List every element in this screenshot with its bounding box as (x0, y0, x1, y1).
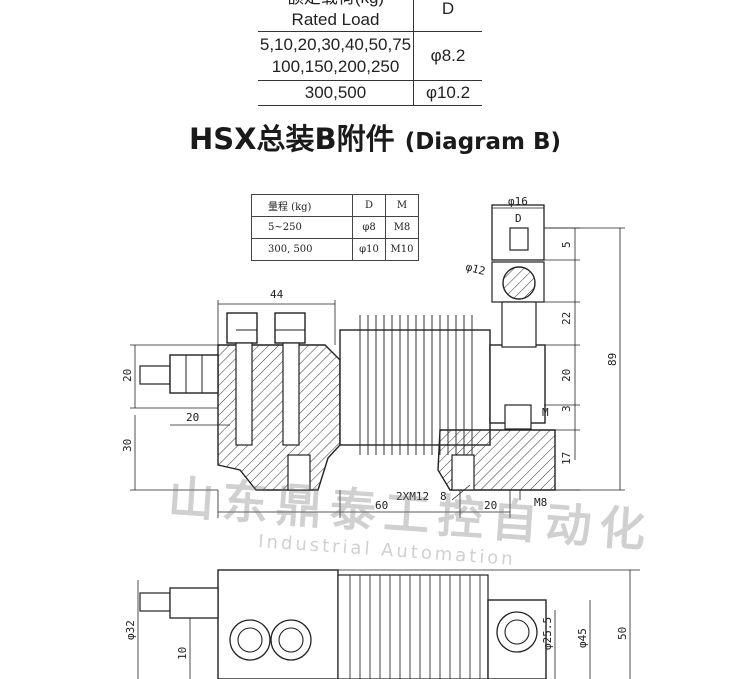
cable-gland (139, 354, 219, 394)
d-header: D (413, 0, 482, 32)
load-row-2-d: φ10.2 (413, 80, 482, 106)
load-row-1: 5,10,20,30,40,50,75 100,150,200,250 (258, 31, 414, 81)
load-row-1-d: φ8.2 (413, 31, 482, 81)
rated-load-header-en: Rated Load (291, 10, 380, 29)
top-view (139, 569, 547, 679)
dimension-lines (130, 207, 625, 518)
spec-table: 量程 (kg) D M 5~250 φ8 M8 300, 500 φ10 M10 (251, 194, 419, 261)
bellows (339, 315, 491, 455)
section-title-main: HSX总装B附件 (188, 122, 395, 156)
rated-load-table: 额定载荷(kg) Rated Load D 5,10,20,30,40,50,7… (258, 0, 482, 106)
load-row-1-line1: 5,10,20,30,40,50,75 (259, 35, 412, 54)
load-row-1-line2: 100,150,200,250 (271, 57, 400, 76)
spec-row2-m: M10 (385, 238, 419, 261)
ball-joint (491, 204, 545, 348)
rated-load-header-cn: 额定载荷(kg) (258, 0, 413, 9)
section-title: HSX总装B附件 (Diagram B) (0, 116, 750, 158)
spec-header-m: M (385, 194, 419, 217)
left-bolt-1 (226, 312, 258, 446)
left-bolt-2 (274, 312, 306, 446)
load-row-2: 300,500 (258, 80, 414, 106)
section-title-sub: (Diagram B) (404, 129, 562, 155)
rated-load-header: 额定载荷(kg) Rated Load (258, 0, 414, 32)
right-mount-block (437, 344, 556, 491)
left-thread-hole (287, 454, 311, 491)
top-view-dimensions (137, 569, 640, 679)
